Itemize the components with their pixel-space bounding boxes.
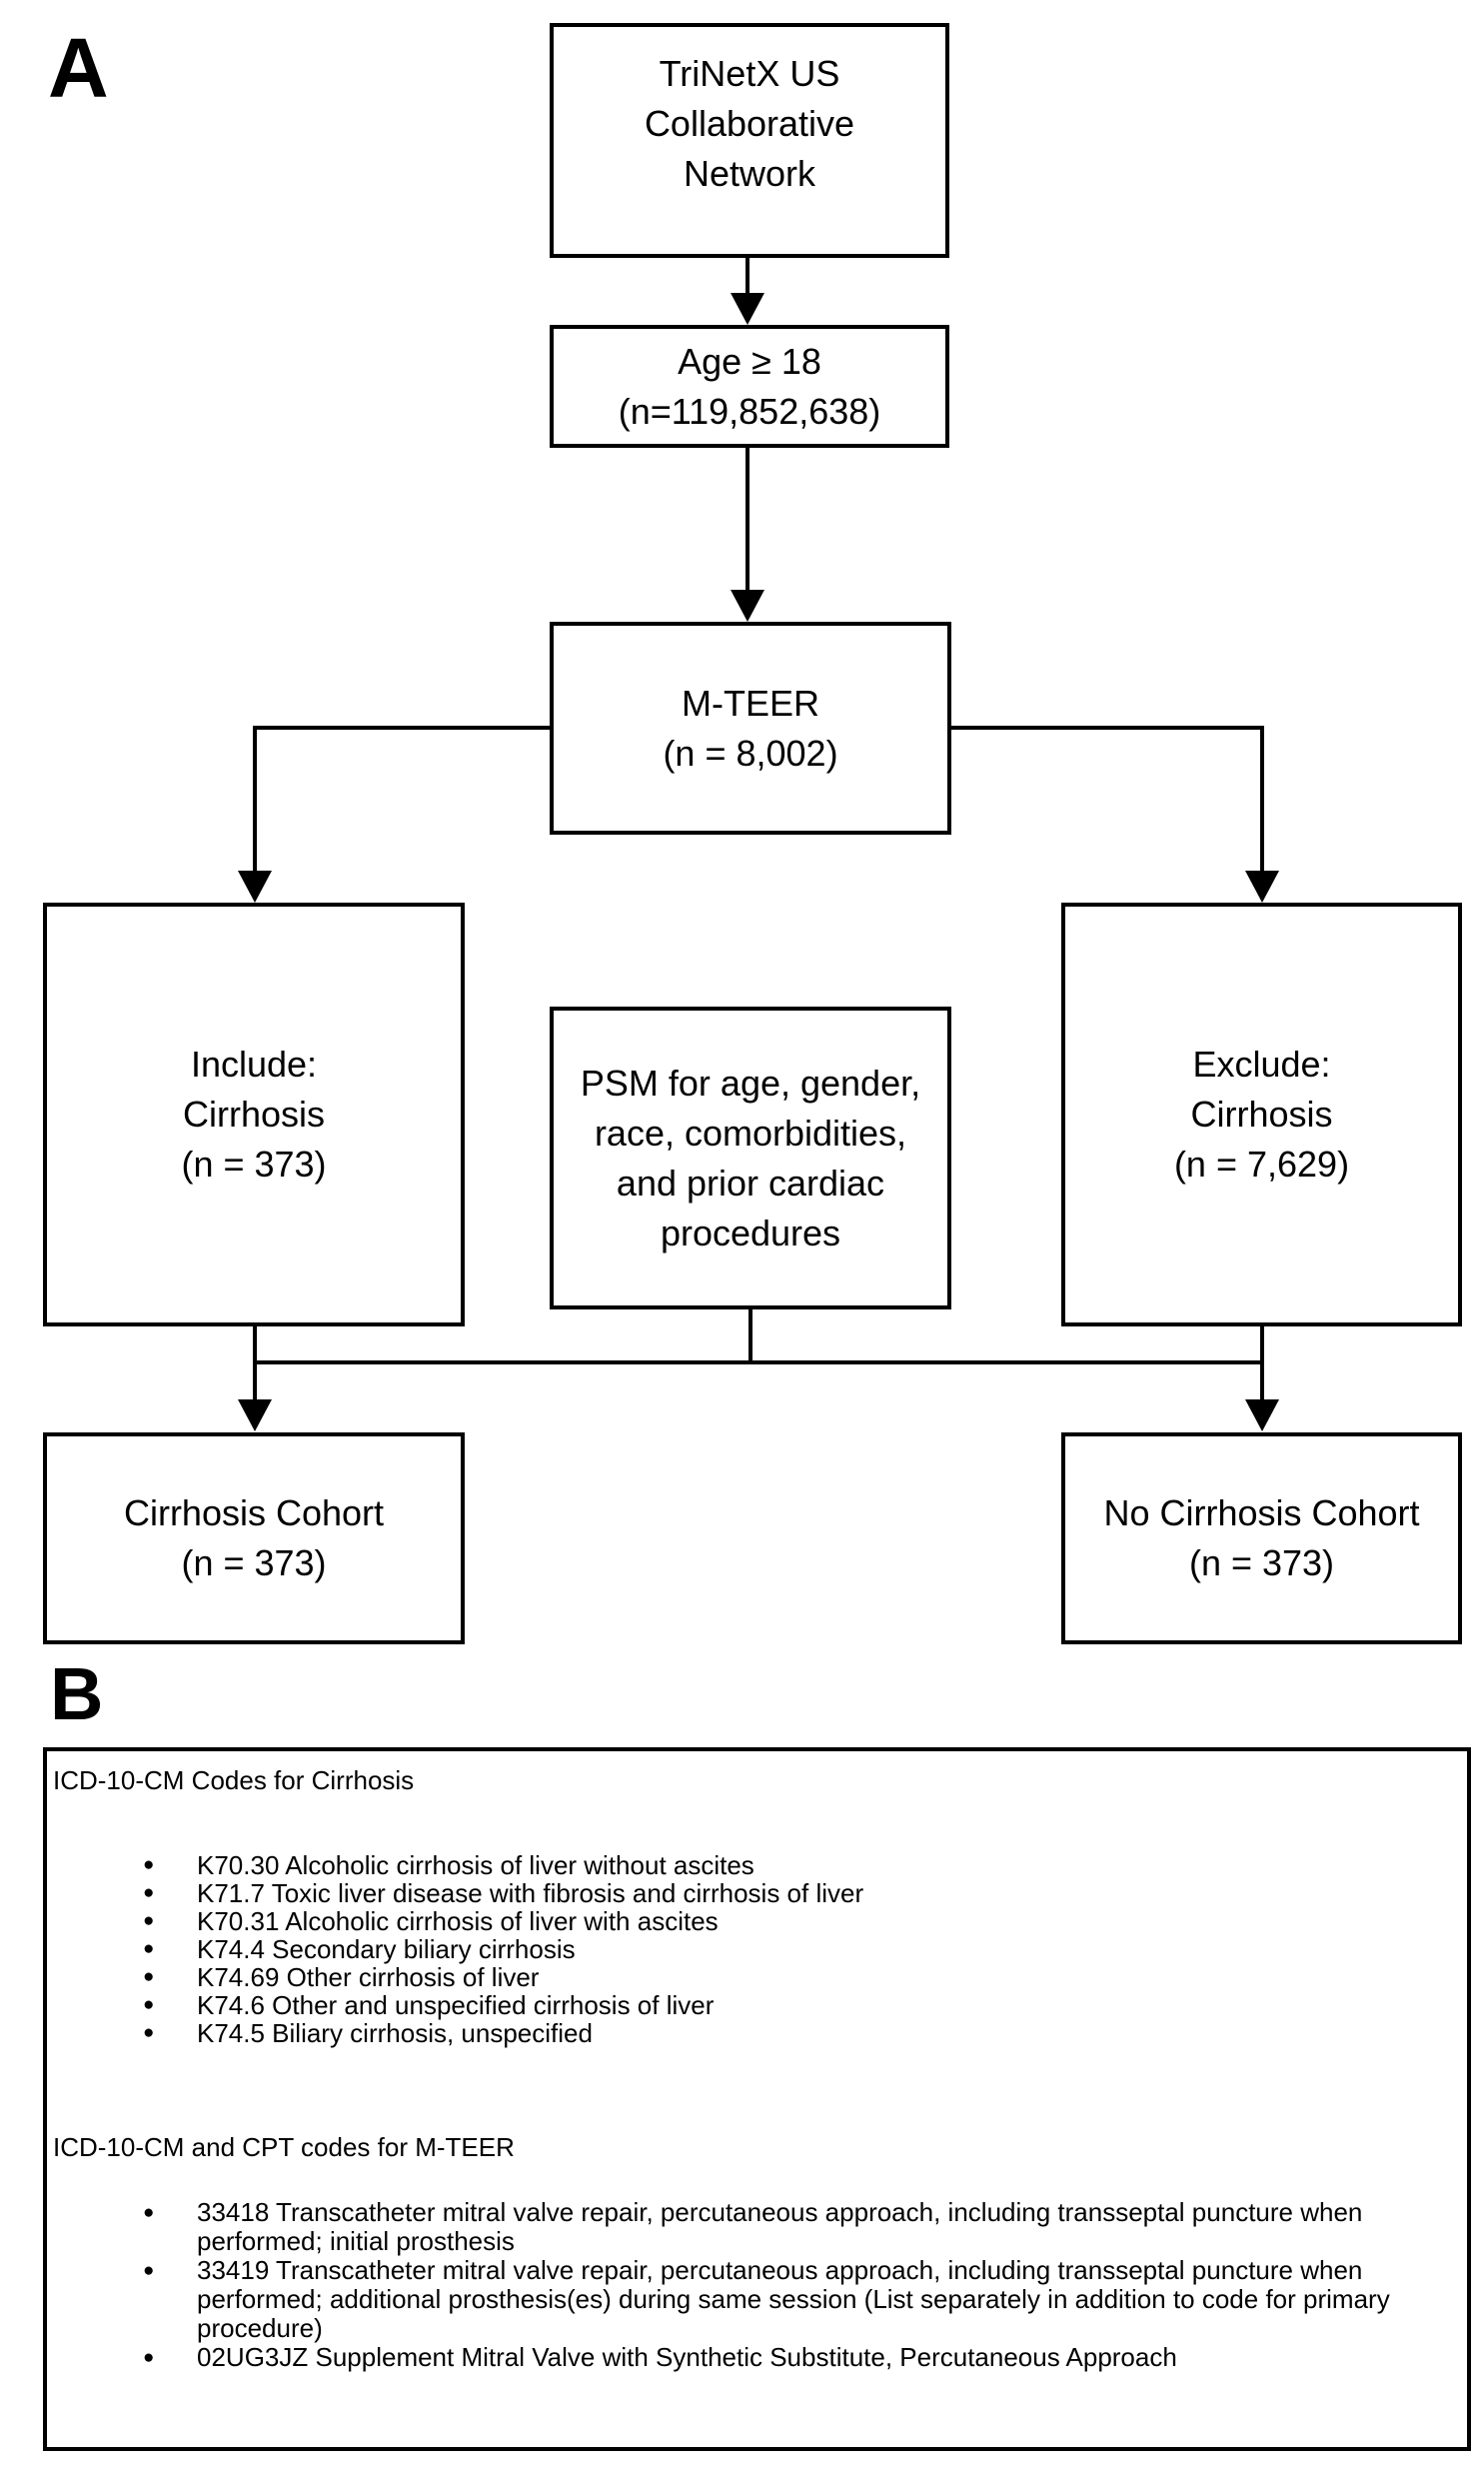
flow-box-text-line: Age ≥ 18 [678,340,821,382]
panel-a-label: A [48,21,109,115]
flow-box-include-cirrhosis: Include: Cirrhosis (n = 373) [43,903,465,1326]
arrow-down-icon [1245,1399,1279,1431]
list-item-text: 33418 Transcatheter mitral valve repair,… [197,2197,1363,2256]
flow-box-exclude-cirrhosis: Exclude: Cirrhosis (n = 7,629) [1061,903,1462,1326]
connector-line [748,1309,752,1364]
bullet-icon: ● [143,2022,155,2043]
list-item-text: K74.4 Secondary biliary cirrhosis [197,1934,576,1964]
list-item: ● K74.4 Secondary biliary cirrhosis [47,1935,1461,1963]
list-item: ● K74.5 Biliary cirrhosis, unspecified [47,2019,1461,2047]
flow-box-text-line: (n = 373) [181,1144,327,1185]
code-definitions-box: ICD-10-CM Codes for Cirrhosis ● K70.30 Al… [43,1747,1471,2451]
flow-box-mteer: M-TEER (n = 8,002) [550,622,951,835]
cirrhosis-codes-heading: ICD-10-CM Codes for Cirrhosis [53,1765,415,1795]
flow-box-text-line: TriNetX US [659,53,840,94]
list-item-text: K74.69 Other cirrhosis of liver [197,1962,540,1992]
arrow-down-icon [1245,871,1279,903]
flow-box-text-line: (n = 373) [181,1542,327,1583]
flow-box-text-line: Exclude: [1192,1044,1331,1085]
list-item: ● K70.31 Alcoholic cirrhosis of liver wit… [47,1907,1461,1935]
connector-line [1260,1326,1264,1364]
cirrhosis-codes-list: ● K70.30 Alcoholic cirrhosis of liver wit… [47,1851,1461,2047]
flow-box-no-cirrhosis-cohort: No Cirrhosis Cohort (n = 373) [1061,1432,1462,1644]
list-item: ● K74.6 Other and unspecified cirrhosis o… [47,1991,1461,2019]
flow-box-text-line: (n = 373) [1188,1542,1335,1583]
connector-line [253,726,550,730]
list-item-text: 02UG3JZ Supplement Mitral Valve with Syn… [197,2342,1177,2372]
flow-box-text-line: Network [683,153,816,194]
bullet-icon: ● [143,2347,155,2368]
list-item: ● K71.7 Toxic liver disease with fibrosis… [47,1879,1461,1907]
connector-line [951,726,1264,730]
flow-box-text-line: Collaborative [644,103,855,144]
list-item-text: K71.7 Toxic liver disease with fibrosis … [197,1878,864,1908]
flow-box-text-line: procedures [660,1212,841,1253]
connector-line [745,448,749,592]
mteer-codes-heading: ICD-10-CM and CPT codes for M-TEER [53,2132,515,2162]
flow-box-cirrhosis-cohort: Cirrhosis Cohort (n = 373) [43,1432,465,1644]
list-item: ● 33419 Transcatheter mitral valve repair… [47,2256,1461,2343]
flow-box-text-line: Cirrhosis [1190,1094,1333,1135]
connector-line [253,1360,1264,1364]
flow-box-text-line: No Cirrhosis Cohort [1103,1492,1420,1533]
flow-box-trinetx-network: TriNetX US Collaborative Network [550,23,949,258]
list-item: ● 02UG3JZ Supplement Mitral Valve with Sy… [47,2343,1461,2372]
panel-b-label: B [50,1652,104,1735]
arrow-down-icon [731,590,764,622]
flow-box-age-filter: Age ≥ 18 (n=119,852,638) [550,325,949,448]
list-item-text: K74.6 Other and unspecified cirrhosis of… [197,1990,715,2020]
bullet-icon: ● [143,2202,155,2223]
list-item-text: 33419 Transcatheter mitral valve repair,… [197,2255,1390,2343]
list-item-text: K70.31 Alcoholic cirrhosis of liver with… [197,1906,719,1936]
list-item: ● K74.69 Other cirrhosis of liver [47,1963,1461,1991]
flow-box-text-line: PSM for age, gender, [580,1062,921,1104]
flow-box-text-line: (n = 7,629) [1173,1144,1350,1185]
bullet-icon: ● [143,2260,155,2281]
flow-box-text-line: Cirrhosis Cohort [123,1492,385,1533]
bullet-icon: ● [143,1994,155,2015]
flow-box-text-line: (n=119,852,638) [618,390,881,432]
list-item: ● 33418 Transcatheter mitral valve repair… [47,2198,1461,2256]
flow-box-text-line: Include: [190,1044,318,1085]
connector-line [1260,1360,1264,1401]
connector-line [745,258,749,295]
list-item: ● K70.30 Alcoholic cirrhosis of liver wit… [47,1851,1461,1879]
list-item-text: K74.5 Biliary cirrhosis, unspecified [197,2018,593,2048]
bullet-icon: ● [143,1966,155,1987]
flow-box-text-line: race, comorbidities, [594,1112,907,1154]
list-item-text: K70.30 Alcoholic cirrhosis of liver with… [197,1850,754,1880]
flow-box-text-line: M-TEER [682,682,819,724]
connector-line [1260,726,1264,873]
connector-line [253,1326,257,1364]
bullet-icon: ● [143,1854,155,1875]
arrow-down-icon [731,293,764,325]
flow-box-text-line: (n = 8,002) [663,732,838,774]
connector-line [253,726,257,873]
mteer-codes-list: ● 33418 Transcatheter mitral valve repair… [47,2198,1461,2372]
bullet-icon: ● [143,1882,155,1903]
arrow-down-icon [238,871,272,903]
connector-line [253,1360,257,1401]
flow-box-text-line: and prior cardiac [616,1162,885,1204]
arrow-down-icon [238,1399,272,1431]
bullet-icon: ● [143,1938,155,1959]
flow-box-psm: PSM for age, gender, race, comorbidities… [550,1007,951,1309]
bullet-icon: ● [143,1910,155,1931]
flow-box-text-line: Cirrhosis [182,1094,325,1135]
